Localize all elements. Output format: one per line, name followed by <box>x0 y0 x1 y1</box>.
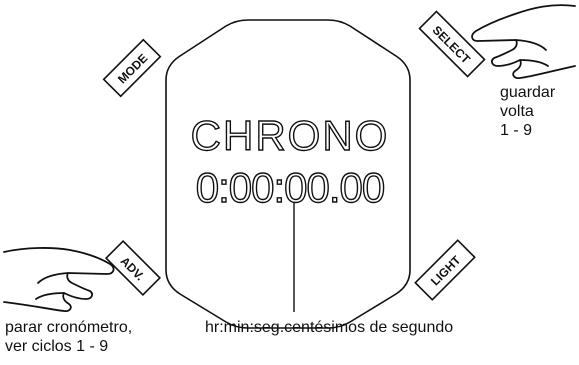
select-action-caption: guardar volta 1 - 9 <box>500 83 578 140</box>
pointing-hand-select-icon <box>471 4 576 80</box>
adv-action-line-1: parar cronómetro, <box>5 319 133 336</box>
select-action-line-1: guardar <box>500 84 556 101</box>
pointing-hand-adv-icon <box>3 247 115 313</box>
select-button[interactable]: SELECT <box>418 10 486 78</box>
select-action-line-3: 1 - 9 <box>500 122 533 139</box>
light-button[interactable]: LIGHT <box>414 239 476 301</box>
select-action-line-2: volta <box>500 103 534 120</box>
time-format-text: hr:min:seg.centésimos de segundo <box>205 319 454 336</box>
display-time-text: 0:00:00.00 <box>196 164 385 211</box>
mode-button[interactable]: MODE <box>102 38 162 98</box>
watch-face-outline <box>165 19 411 329</box>
adv-action-caption: parar cronómetro, ver ciclos 1 - 9 <box>5 318 180 356</box>
adv-action-line-2: ver ciclos 1 - 9 <box>5 338 109 355</box>
display-mode-text: CHRONO <box>191 112 390 159</box>
time-format-caption: hr:min:seg.centésimos de segundo <box>205 318 545 337</box>
